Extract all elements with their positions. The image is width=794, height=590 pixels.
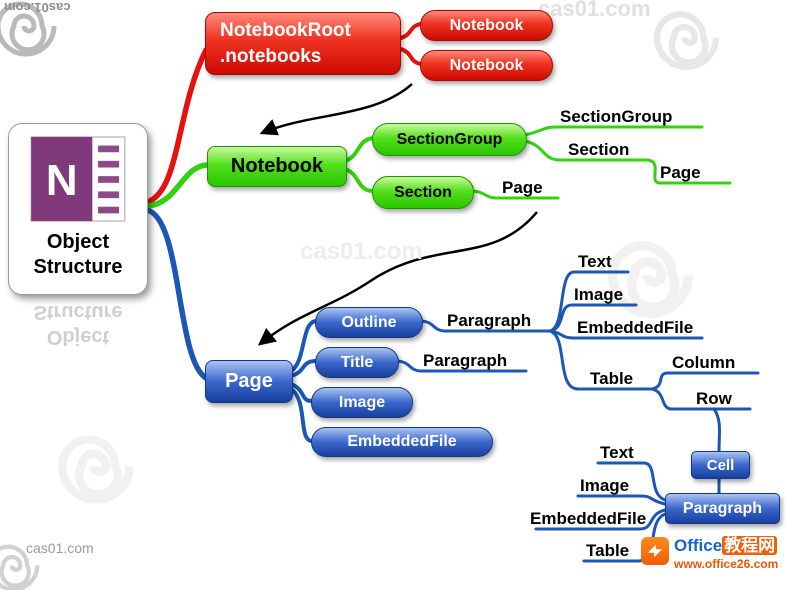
root-title: Object Structure — [34, 230, 123, 280]
site-brand-office: Office — [674, 536, 723, 555]
watermark-top-right: cas01.com — [538, 0, 651, 21]
arrow-glyph-icon — [647, 544, 663, 558]
label-paragraph2-child-image: Image — [580, 476, 630, 495]
onenote-icon-letter: N — [46, 156, 78, 205]
label-paragraph-child-table: Table — [590, 369, 634, 388]
onenote-object-structure-card: N Object Structure — [8, 123, 148, 295]
node-notebook-red-bottom: Notebook — [420, 50, 553, 81]
node-cell: Cell — [691, 451, 750, 479]
node-image: Image — [311, 387, 413, 418]
root-title-reflection: Object Structure — [33, 301, 123, 348]
office26-icon — [641, 537, 669, 565]
label-paragraph2-child-table: Table — [586, 541, 630, 560]
site-url: www.office26.com — [674, 556, 779, 571]
site-brand-cn: 教程网 — [722, 536, 778, 555]
node-embeddedfile: EmbeddedFile — [311, 427, 493, 457]
root-title-line1: Object — [46, 231, 110, 253]
label-table-child-row: Row — [696, 389, 732, 408]
red-connectors — [144, 22, 423, 205]
watermark-center: cas01.com — [300, 238, 423, 265]
label-outline-paragraph: Paragraph — [447, 311, 532, 330]
node-sectiongroup-box: SectionGroup — [372, 123, 527, 156]
label-paragraph-child-image: Image — [574, 285, 624, 304]
label-section-child: Section — [568, 140, 630, 159]
onenote-icon: N — [30, 136, 126, 222]
node-notebook-red-top: Notebook — [420, 10, 553, 41]
node-page: Page — [205, 360, 293, 403]
label-paragraph-child-text: Text — [578, 252, 612, 271]
node-section-box: Section — [372, 176, 474, 209]
green-connectors — [144, 125, 732, 209]
flow-arrows — [257, 83, 538, 346]
watermark-bottom-left: cas01.com — [26, 540, 94, 556]
node-title: Title — [315, 347, 399, 378]
blue-connectors — [144, 207, 760, 563]
label-table-child-column: Column — [672, 353, 736, 372]
root-title-line2: Structure — [33, 256, 123, 278]
node-outline: Outline — [315, 307, 423, 338]
watermark-top-left: cas01.com — [4, 0, 71, 15]
label-title-paragraph: Paragraph — [423, 351, 508, 370]
label-sectiongroup-child: SectionGroup — [560, 107, 673, 126]
label-paragraph2-child-text: Text — [600, 443, 634, 462]
node-paragraph: Paragraph — [665, 493, 780, 524]
label-page-under-section-box: Page — [502, 178, 543, 197]
label-page-under-section-child: Page — [660, 163, 701, 182]
label-paragraph2-child-embeddedfile: EmbeddedFile — [530, 509, 647, 528]
label-paragraph-child-embeddedfile: EmbeddedFile — [577, 318, 694, 337]
node-notebookroot-notebooks: NotebookRoot .notebooks — [205, 12, 401, 75]
node-notebook-green: Notebook — [207, 146, 347, 187]
